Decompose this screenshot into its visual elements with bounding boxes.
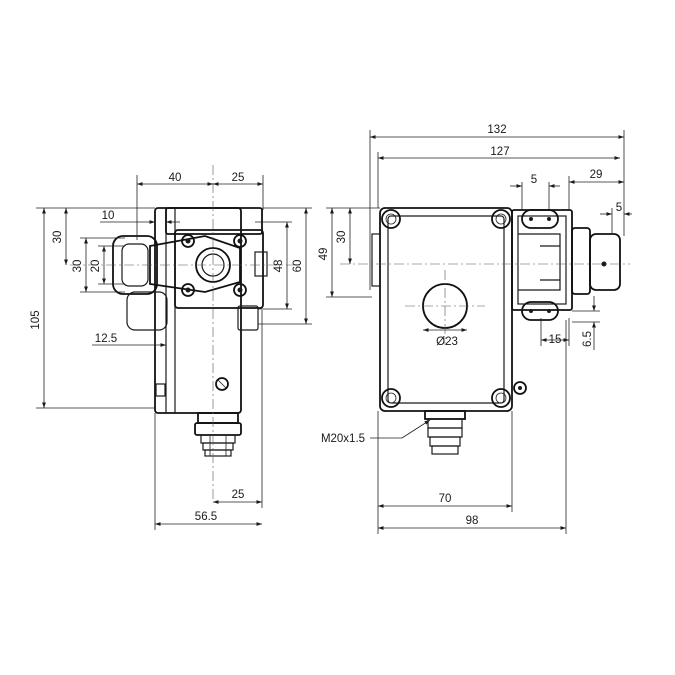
dim-49: 49 [318,248,330,261]
side-cable-gland [194,412,242,457]
front-ground-screw [513,381,527,395]
dim-5-top: 5 [531,174,537,186]
dim-20: 20 [90,260,102,273]
dim-6-5: 6.5 [582,331,594,347]
front-screws [381,209,511,408]
dim-98: 98 [466,515,479,527]
side-lower-piece [126,291,168,331]
side-head-stub [254,251,268,277]
dim-5-right: 5 [616,202,622,214]
front-view: 132 127 5 29 5 49 30 Ø23 15 [318,124,632,534]
front-cable-gland [424,410,466,455]
side-small-tab [155,383,166,397]
front-housing-inner [387,215,505,404]
dim-25-bottom: 25 [232,489,245,501]
dim-dia23: Ø23 [436,336,458,348]
dim-10: 10 [102,210,115,222]
side-head-block [174,229,264,309]
dim-56-5: 56.5 [195,511,217,523]
dim-30-outer: 30 [52,231,64,244]
dim-25-top: 25 [232,172,245,184]
front-actuator-head [511,209,621,321]
dim-70: 70 [439,493,452,505]
side-screws [181,234,247,297]
dim-48: 48 [273,260,285,273]
dim-30-inner: 30 [72,260,84,273]
side-view: 40 25 10 105 30 30 20 48 60 [30,165,312,530]
side-ground-screw [215,377,229,391]
dim-105: 105 [30,310,42,329]
dim-60: 60 [292,260,304,273]
lever-link [149,235,241,293]
front-left-stub [371,233,381,287]
dim-15: 15 [549,334,562,346]
dim-132: 132 [487,124,506,136]
dim-40: 40 [169,172,182,184]
dim-12-5: 12.5 [95,333,117,345]
side-lower-stub [237,305,259,331]
dim-30-front: 30 [336,231,348,244]
dim-127: 127 [490,146,509,158]
thread-label: M20x1.5 [321,433,365,445]
dim-29: 29 [590,169,603,181]
front-housing [379,207,513,412]
